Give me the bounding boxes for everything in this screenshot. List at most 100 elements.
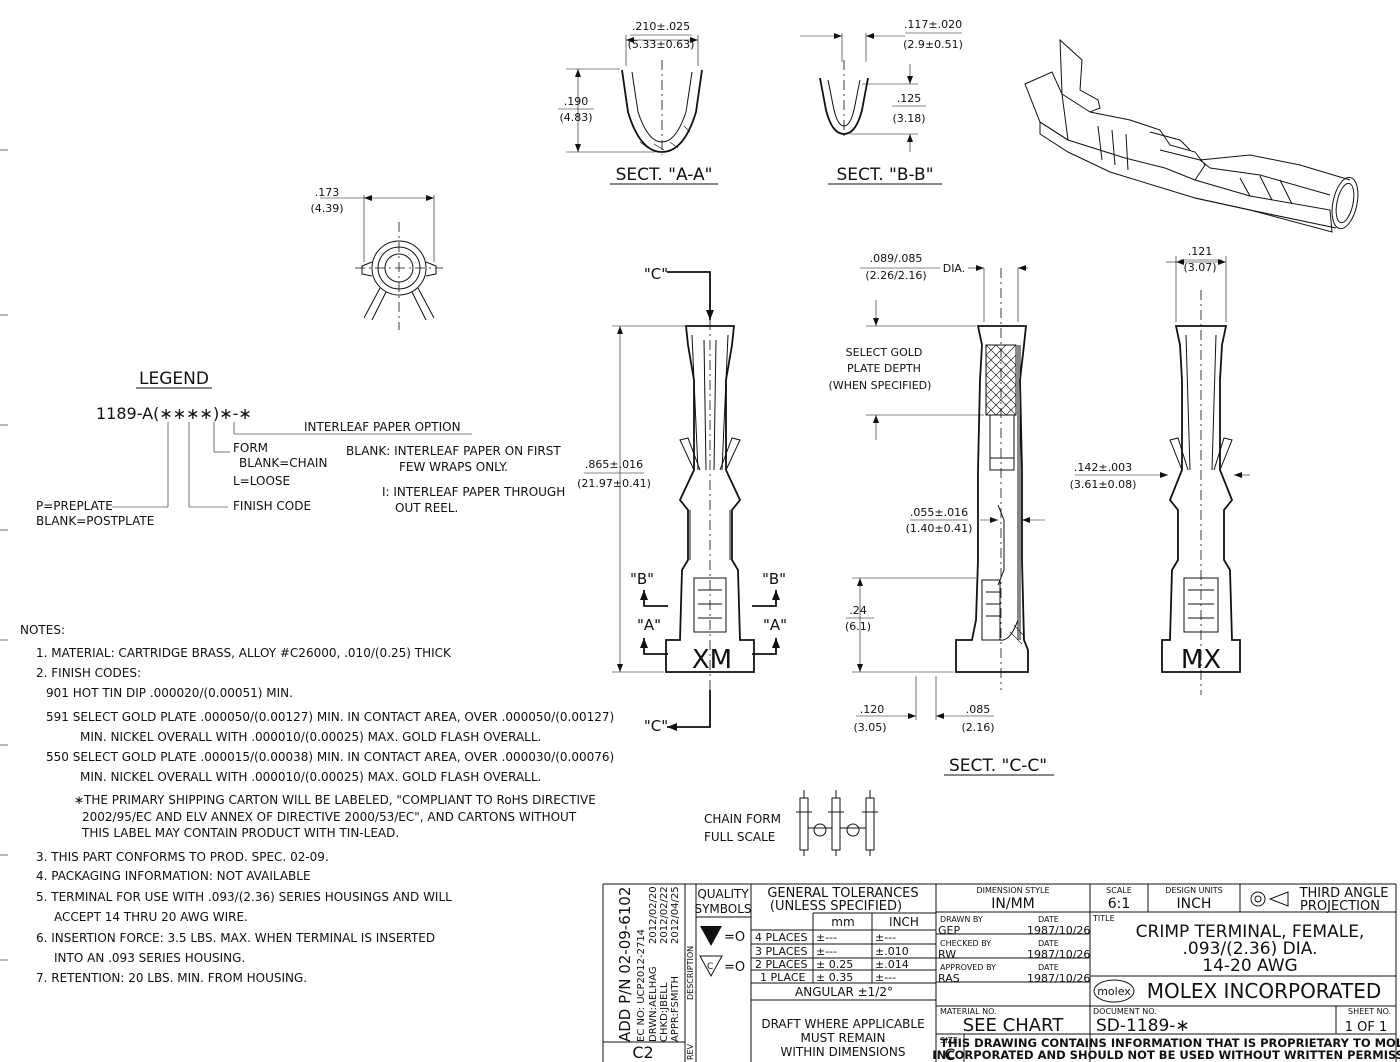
notes-heading: NOTES: <box>20 623 65 637</box>
cc-bot1-inch: .120 <box>860 703 885 716</box>
legend-interleaf: INTERLEAF PAPER OPTION <box>304 420 461 434</box>
note-line: 550 SELECT GOLD PLATE .000015/(0.00038) … <box>46 750 614 764</box>
quality-label-1: QUALITY <box>697 887 749 901</box>
side-top-mm: (3.07) <box>1183 261 1216 274</box>
legend-blank-opt1: BLANK: INTERLEAF PAPER ON FIRST <box>346 444 561 458</box>
note-line: ACCEPT 14 THRU 20 AWG WIRE. <box>54 910 248 924</box>
draft-line3: WITHIN DIMENSIONS <box>781 1045 906 1059</box>
material-label: MATERIAL NO. <box>940 1007 997 1016</box>
bb-width-mm: (2.9±0.51) <box>903 38 963 51</box>
rev-part-number: ADD P/N 02-09-6102 <box>616 887 634 1042</box>
legend-i-opt2: OUT REEL. <box>395 501 458 515</box>
draft-line1: DRAFT WHERE APPLICABLE <box>761 1017 924 1031</box>
note-line: 1. MATERIAL: CARTRIDGE BRASS, ALLOY #C26… <box>36 646 452 660</box>
bb-width-inch: .117±.020 <box>904 18 962 31</box>
aa-width-mm: (5.33±0.63) <box>628 38 695 51</box>
note-line: 3. THIS PART CONFORMS TO PROD. SPEC. 02-… <box>36 850 329 864</box>
cut-b-right: "B" <box>762 570 786 588</box>
document-label: DOCUMENT NO. <box>1093 1007 1157 1016</box>
tol-row-inch: ±.014 <box>875 958 909 971</box>
chain-form: CHAIN FORM FULL SCALE <box>704 790 878 856</box>
proprietary-line2: INCORPORATED AND SHOULD NOT BE USED WITH… <box>932 1048 1400 1062</box>
side-view: MX .121 (3.07) .142±.003 (3.61±0.08) <box>1070 245 1250 695</box>
drawn-by: GEP <box>938 924 960 937</box>
drawing-title-line1: CRIMP TERMINAL, FEMALE, <box>1136 922 1365 942</box>
front-view: XM "C" "C" "B" "B" "A" "A" .865±.016 (21… <box>577 265 787 735</box>
aa-width-inch: .210±.025 <box>632 20 690 33</box>
tol-row-label: 2 PLACES <box>755 958 807 971</box>
legend: LEGEND 1189-A(∗∗∗∗)∗-∗ INTERLEAF PAPER O… <box>36 369 565 528</box>
size-label: SIZE <box>940 1036 958 1045</box>
tol-angular: ANGULAR ±1/2° <box>795 985 893 999</box>
quality-triangle-open-icon <box>699 955 723 978</box>
section-bb: .117±.020 (2.9±0.51) .125 (3.18) SECT. "… <box>800 18 963 185</box>
title-block: ADD P/N 02-09-6102 EC NO: UCP2012-2714 D… <box>602 883 1400 1062</box>
quality-eq-1: =O <box>724 930 745 945</box>
tol-row-label: 3 PLACES <box>755 945 807 958</box>
projection-line2: PROJECTION <box>1300 899 1380 914</box>
legend-form: FORM <box>233 441 268 455</box>
aa-height-inch: .190 <box>564 95 589 108</box>
chain-form-line2: FULL SCALE <box>704 830 775 844</box>
note-line: 2002/95/EC AND ELV ANNEX OF DIRECTIVE 20… <box>82 810 577 824</box>
drawn-date: 1987/10/26 <box>1027 924 1090 937</box>
chain-form-line1: CHAIN FORM <box>704 812 781 826</box>
cut-a-left: "A" <box>637 616 661 634</box>
front-length-mm: (21.97±0.41) <box>577 477 651 490</box>
scale-value: 6:1 <box>1108 896 1131 912</box>
rev-date-3: 2012/04/25 <box>670 886 681 944</box>
rev-drawn: DRWN:AELHAG <box>648 966 659 1042</box>
approved-date: 1987/10/26 <box>1027 972 1090 985</box>
note-line: 5. TERMINAL FOR USE WITH .093/(2.36) SER… <box>36 890 452 904</box>
legend-finish-code: FINISH CODE <box>233 499 311 513</box>
note-line: 901 HOT TIN DIP .000020/(0.00051) MIN. <box>46 686 293 700</box>
tol-row-label: 1 PLACE <box>760 971 806 984</box>
cc-dia-inch: .089/.085 <box>870 252 923 265</box>
checked-by-label: CHECKED BY <box>940 939 991 948</box>
dim-style-label: DIMENSION STYLE <box>976 886 1049 895</box>
projection-line1: THIRD ANGLE <box>1299 886 1389 901</box>
scale-label: SCALE <box>1106 886 1132 895</box>
note-line: 6. INSERTION FORCE: 3.5 LBS. MAX. WHEN T… <box>36 931 435 945</box>
quality-label-2: SYMBOLS <box>694 902 751 916</box>
rev-description-label: DESCRIPTION <box>686 946 695 1000</box>
drawing-title-line2: .093/(2.36) DIA. <box>1183 939 1318 959</box>
section-cc-label: SECT. "C-C" <box>949 756 1047 776</box>
gold-depth-line1: SELECT GOLD <box>846 346 923 359</box>
side-mid-inch: .142±.003 <box>1074 461 1132 474</box>
rev-checked: CHKD:JBELL <box>659 982 670 1042</box>
molex-logo-icon <box>1093 979 1135 1003</box>
cc-dia-mm: (2.26/2.16) <box>865 269 926 282</box>
document-number: SD-1189-∗ <box>1096 1016 1190 1036</box>
front-view-mark: XM <box>692 645 732 675</box>
cc-mid-inch: .055±.016 <box>910 506 968 519</box>
tol-row-mm: ±--- <box>816 945 837 958</box>
gold-depth-line3: (WHEN SPECIFIED) <box>829 379 932 392</box>
cc-lower-inch: .24 <box>849 604 867 617</box>
note-line: 4. PACKAGING INFORMATION: NOT AVAILABLE <box>36 869 311 883</box>
drawing-title-line3: 14-20 AWG <box>1202 956 1297 976</box>
approved-by-label: APPROVED BY <box>940 963 996 972</box>
approved-by: RAS <box>938 972 960 985</box>
cut-a-right: "A" <box>763 616 787 634</box>
tol-row-mm: ± 0.35 <box>816 971 853 984</box>
tol-row-mm: ±--- <box>816 931 837 944</box>
proprietary-line1: THIS DRAWING CONTAINS INFORMATION THAT I… <box>940 1036 1400 1050</box>
approved-date-label: DATE <box>1038 963 1059 972</box>
legend-form-loose: L=LOOSE <box>233 474 290 488</box>
note-line: MIN. NICKEL OVERALL WITH .000010/(0.0002… <box>80 770 541 784</box>
gen-tol-line1: GENERAL TOLERANCES <box>767 886 918 901</box>
cc-lower-mm: (6.1) <box>845 620 871 633</box>
rev-label: REV <box>686 1043 695 1060</box>
checked-by: RW <box>938 948 956 961</box>
material-number: SEE CHART <box>963 1015 1065 1036</box>
end-view-dim-mm: (4.39) <box>310 202 343 215</box>
cut-c-top: "C" <box>644 265 668 283</box>
quality-triangle-filled-icon <box>700 926 722 946</box>
border-ticks <box>0 149 8 961</box>
cut-b-left: "B" <box>630 570 654 588</box>
draft-line2: MUST REMAIN <box>801 1031 886 1045</box>
section-cc-view: .089/.085 (2.26/2.16) DIA. SELECT GOLD P… <box>829 252 1054 776</box>
cc-bot2-inch: .085 <box>966 703 991 716</box>
legend-part-number: 1189-A(∗∗∗∗)∗-∗ <box>96 404 252 423</box>
